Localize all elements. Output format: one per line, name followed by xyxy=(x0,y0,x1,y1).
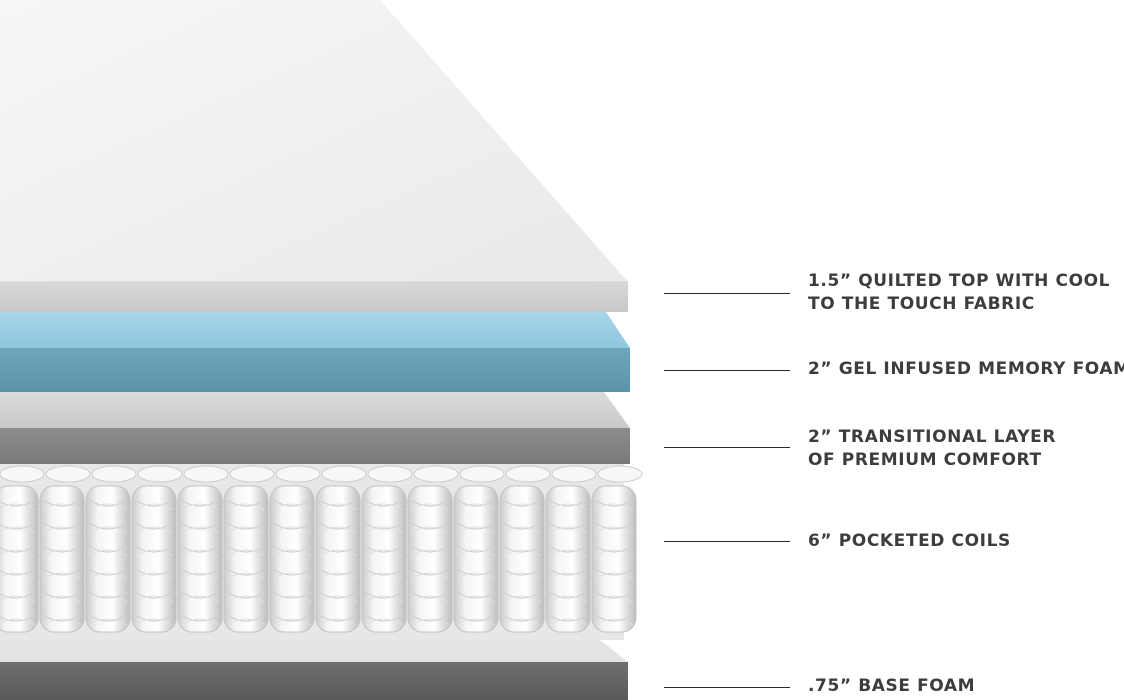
coil-column xyxy=(131,485,177,633)
label-gel-memory-foam-line-1: 2” GEL INFUSED MEMORY FOAM xyxy=(808,359,1124,379)
transitional-layer xyxy=(0,392,630,464)
label-quilted-top: 1.5” QUILTED TOP WITH COOL TO THE TOUCH … xyxy=(808,270,1110,316)
pocketed-coils-layer xyxy=(0,464,643,640)
coil-column xyxy=(361,485,407,633)
label-transitional-layer: 2” TRANSITIONAL LAYER OF PREMIUM COMFORT xyxy=(808,426,1056,472)
coil-column xyxy=(591,485,637,633)
coil-column xyxy=(269,485,315,633)
gel-memory-foam-layer xyxy=(0,312,630,392)
label-base-foam: .75” BASE FOAM xyxy=(808,675,975,698)
coil-column xyxy=(499,485,545,633)
leader-line-quilted-top xyxy=(664,293,790,294)
coil-column xyxy=(39,485,85,633)
coil-column xyxy=(545,485,591,633)
coil-column xyxy=(0,485,39,633)
coil-column xyxy=(223,485,269,633)
leader-line-transitional-layer xyxy=(664,447,790,448)
leader-line-base-foam xyxy=(664,687,790,688)
label-transitional-layer-line-2: OF PREMIUM COMFORT xyxy=(808,450,1042,470)
leader-line-pocketed-coils xyxy=(664,541,790,542)
coil-column xyxy=(177,485,223,633)
coil-column xyxy=(85,485,131,633)
label-base-foam-line-1: .75” BASE FOAM xyxy=(808,676,976,696)
quilted-top-layer xyxy=(0,0,628,312)
coil-column xyxy=(453,485,499,633)
label-pocketed-coils-line-1: 6” POCKETED COILS xyxy=(808,531,1011,551)
base-foam-layer xyxy=(0,640,628,700)
coil-column xyxy=(315,485,361,633)
label-pocketed-coils: 6” POCKETED COILS xyxy=(808,530,1011,553)
leader-line-gel-memory-foam xyxy=(664,370,790,371)
label-transitional-layer-line-1: 2” TRANSITIONAL LAYER xyxy=(808,427,1057,447)
label-gel-memory-foam: 2” GEL INFUSED MEMORY FOAM xyxy=(808,358,1124,381)
label-quilted-top-line-1: 1.5” QUILTED TOP WITH COOL xyxy=(808,271,1111,291)
coil-column xyxy=(407,485,453,633)
label-quilted-top-line-2: TO THE TOUCH FABRIC xyxy=(808,294,1035,314)
